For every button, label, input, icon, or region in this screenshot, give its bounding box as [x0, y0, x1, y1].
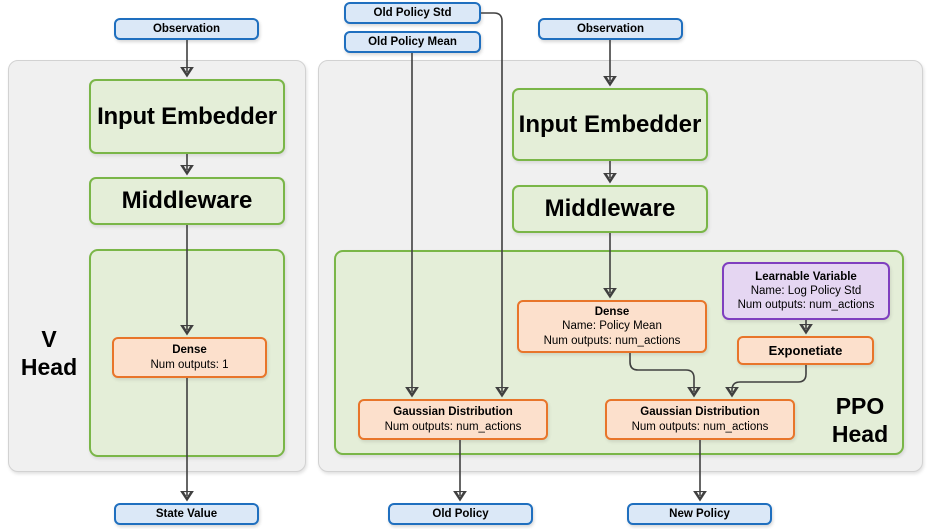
v-head-label: V Head — [8, 325, 90, 381]
old-policy-output-label: Old Policy — [432, 508, 489, 520]
log-policy-std-name: Name: Log Policy Std — [750, 284, 862, 297]
gaussian-distribution-new-block[interactable]: Gaussian Distribution Num outputs: num_a… — [605, 399, 795, 440]
v-middleware-block[interactable]: Middleware — [89, 177, 285, 225]
old-policy-mean-input[interactable]: Old Policy Mean — [344, 31, 481, 53]
state-value-output[interactable]: State Value — [114, 503, 259, 525]
gaussian-distribution-old-block[interactable]: Gaussian Distribution Num outputs: num_a… — [358, 399, 548, 440]
policy-mean-dense-title: Dense — [594, 306, 630, 319]
ppo-middleware-block[interactable]: Middleware — [512, 185, 708, 233]
ppo-head-label-line1: PPO — [835, 393, 885, 419]
ppo-observation-label: Observation — [576, 23, 645, 35]
v-observation-input[interactable]: Observation — [114, 18, 259, 40]
ppo-input-embedder-label: Input Embedder — [518, 110, 702, 138]
exponetiate-title: Exponetiate — [768, 342, 843, 358]
v-input-embedder-label: Input Embedder — [97, 102, 277, 130]
gaussian-new-title: Gaussian Distribution — [640, 406, 760, 419]
ppo-head-label-line2: Head — [831, 421, 889, 448]
policy-mean-dense-num-outputs: Num outputs: num_actions — [543, 334, 681, 347]
old-policy-mean-label: Old Policy Mean — [368, 36, 457, 48]
ppo-middleware-label: Middleware — [544, 195, 676, 222]
new-policy-output-label: New Policy — [669, 508, 730, 520]
v-dense-block[interactable]: Dense Num outputs: 1 — [112, 337, 267, 378]
v-input-embedder-block[interactable]: Input Embedder — [89, 79, 285, 154]
v-dense-title: Dense — [172, 344, 207, 357]
old-policy-std-label: Old Policy Std — [373, 7, 452, 19]
ppo-input-embedder-block[interactable]: Input Embedder — [512, 88, 708, 161]
log-policy-std-num-outputs: Num outputs: num_actions — [737, 299, 875, 312]
ppo-observation-input[interactable]: Observation — [538, 18, 683, 40]
v-observation-label: Observation — [152, 23, 221, 35]
exponetiate-block[interactable]: Exponetiate — [737, 336, 874, 365]
v-head-label-line2: Head — [20, 354, 78, 381]
policy-mean-dense-name: Name: Policy Mean — [562, 320, 662, 333]
old-policy-std-input[interactable]: Old Policy Std — [344, 2, 481, 24]
old-policy-output[interactable]: Old Policy — [388, 503, 533, 525]
ppo-head-label: PPO Head — [820, 392, 900, 448]
log-policy-std-title: Learnable Variable — [755, 270, 857, 283]
log-policy-std-variable-block[interactable]: Learnable Variable Name: Log Policy Std … — [722, 262, 890, 320]
gaussian-old-title: Gaussian Distribution — [393, 406, 513, 419]
v-head-label-line1: V — [41, 326, 57, 352]
gaussian-new-num-outputs: Num outputs: num_actions — [631, 420, 769, 433]
new-policy-output[interactable]: New Policy — [627, 503, 772, 525]
gaussian-old-num-outputs: Num outputs: num_actions — [384, 420, 522, 433]
v-dense-num-outputs: Num outputs: 1 — [150, 358, 229, 371]
state-value-label: State Value — [155, 508, 218, 520]
policy-mean-dense-block[interactable]: Dense Name: Policy Mean Num outputs: num… — [517, 300, 707, 353]
v-middleware-label: Middleware — [121, 187, 253, 214]
